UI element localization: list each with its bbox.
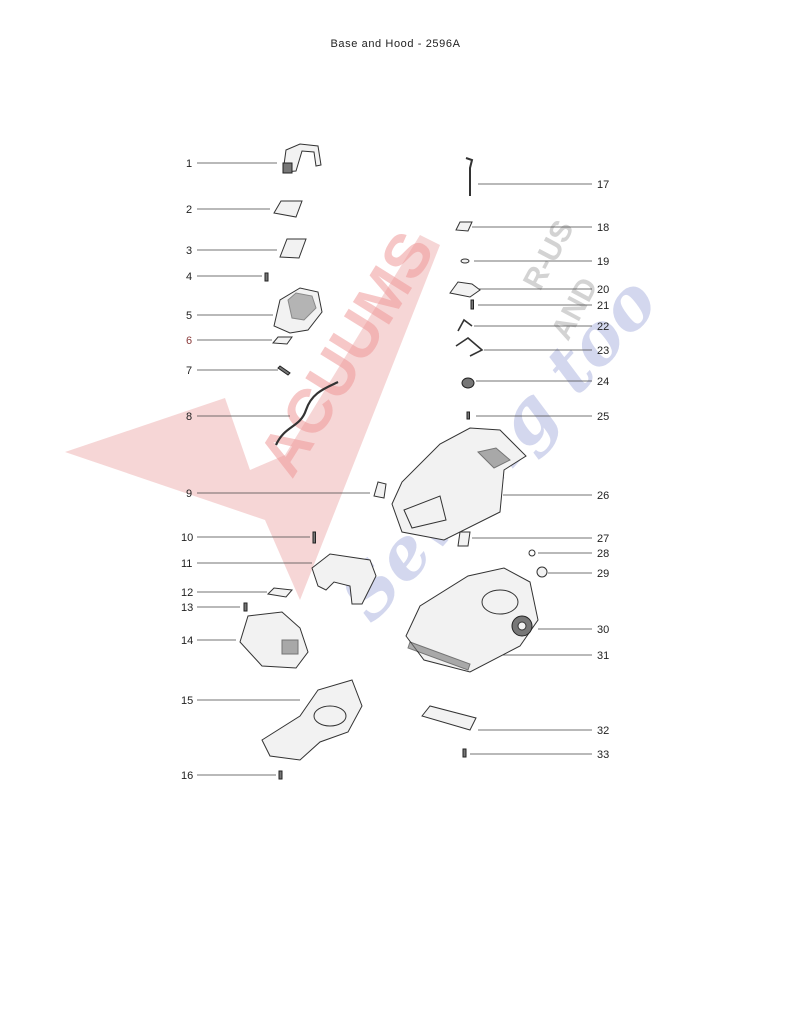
part-2-plate bbox=[273, 200, 303, 218]
callout-label-25: 25 bbox=[597, 411, 609, 423]
callout-label-11: 11 bbox=[181, 558, 192, 570]
callout-labels: 1 2 3 4 5 6 7 8 9 10 11 12 13 14 15 16 1… bbox=[181, 158, 609, 782]
part-28-ring bbox=[528, 549, 536, 557]
callout-label-19: 19 bbox=[597, 256, 609, 268]
part-19-washer bbox=[460, 258, 470, 264]
callout-label-30: 30 bbox=[597, 624, 609, 636]
callout-label-14: 14 bbox=[181, 635, 193, 647]
callout-label-2: 2 bbox=[186, 204, 192, 216]
callout-label-9: 9 bbox=[186, 488, 192, 500]
callout-label-18: 18 bbox=[597, 222, 609, 234]
part-1-handle bbox=[282, 143, 322, 174]
callout-label-24: 24 bbox=[597, 376, 609, 388]
part-9-valve bbox=[373, 481, 387, 499]
callout-label-1: 1 bbox=[186, 158, 192, 170]
part-33-screw bbox=[462, 748, 467, 758]
part-21-pin bbox=[470, 299, 474, 310]
part-26-hood bbox=[391, 427, 527, 541]
callout-label-17: 17 bbox=[597, 179, 609, 191]
watermark-v-shape bbox=[65, 235, 440, 600]
callout-label-23: 23 bbox=[597, 345, 609, 357]
callout-label-7: 7 bbox=[186, 365, 192, 377]
part-3-label bbox=[279, 238, 307, 259]
part-5-housing bbox=[273, 287, 323, 334]
callout-label-16: 16 bbox=[181, 770, 193, 782]
part-25-screw bbox=[466, 411, 470, 420]
part-18-gasket bbox=[455, 221, 473, 232]
part-7-pin bbox=[277, 365, 291, 376]
part-17-rod bbox=[465, 157, 474, 196]
part-24-knob bbox=[461, 377, 475, 389]
part-8-hose bbox=[274, 381, 339, 446]
page-title: Base and Hood - 2596A bbox=[330, 38, 461, 50]
callout-label-10: 10 bbox=[181, 532, 193, 544]
part-20-latch bbox=[449, 281, 481, 298]
callout-label-26: 26 bbox=[597, 490, 609, 502]
callout-label-6: 6 bbox=[186, 335, 192, 347]
part-11-bracket bbox=[311, 553, 377, 605]
part-27-foot bbox=[457, 531, 471, 547]
part-12-filter bbox=[266, 587, 293, 598]
part-22-spring bbox=[457, 318, 473, 332]
callout-label-31: 31 bbox=[597, 650, 609, 662]
part-16-screw bbox=[278, 770, 283, 780]
part-4-screw bbox=[264, 272, 269, 282]
callout-label-27: 27 bbox=[597, 533, 609, 545]
callout-label-3: 3 bbox=[186, 245, 192, 257]
part-31-base-body bbox=[405, 567, 539, 673]
callout-label-20: 20 bbox=[597, 284, 609, 296]
callout-label-13: 13 bbox=[181, 602, 193, 614]
part-10-pin bbox=[312, 531, 316, 544]
callout-label-32: 32 bbox=[597, 725, 609, 737]
part-23-clip bbox=[455, 336, 484, 357]
callout-label-29: 29 bbox=[597, 568, 609, 580]
callout-label-22: 22 bbox=[597, 321, 609, 333]
part-14-pump bbox=[239, 611, 309, 669]
part-29-cap bbox=[536, 566, 548, 578]
callout-label-5: 5 bbox=[186, 310, 192, 322]
callout-label-28: 28 bbox=[597, 548, 609, 560]
callout-label-4: 4 bbox=[186, 271, 192, 283]
parts bbox=[239, 143, 548, 780]
callout-label-21: 21 bbox=[597, 300, 609, 312]
part-15-base-plate bbox=[261, 679, 363, 761]
part-13-screw bbox=[243, 602, 248, 612]
part-32-strip bbox=[421, 705, 477, 731]
callout-label-12: 12 bbox=[181, 587, 193, 599]
callout-label-33: 33 bbox=[597, 749, 609, 761]
part-30-wheel-hub bbox=[517, 621, 527, 631]
callout-label-15: 15 bbox=[181, 695, 193, 707]
part-6-clip bbox=[271, 336, 293, 345]
callout-label-8: 8 bbox=[186, 411, 192, 423]
